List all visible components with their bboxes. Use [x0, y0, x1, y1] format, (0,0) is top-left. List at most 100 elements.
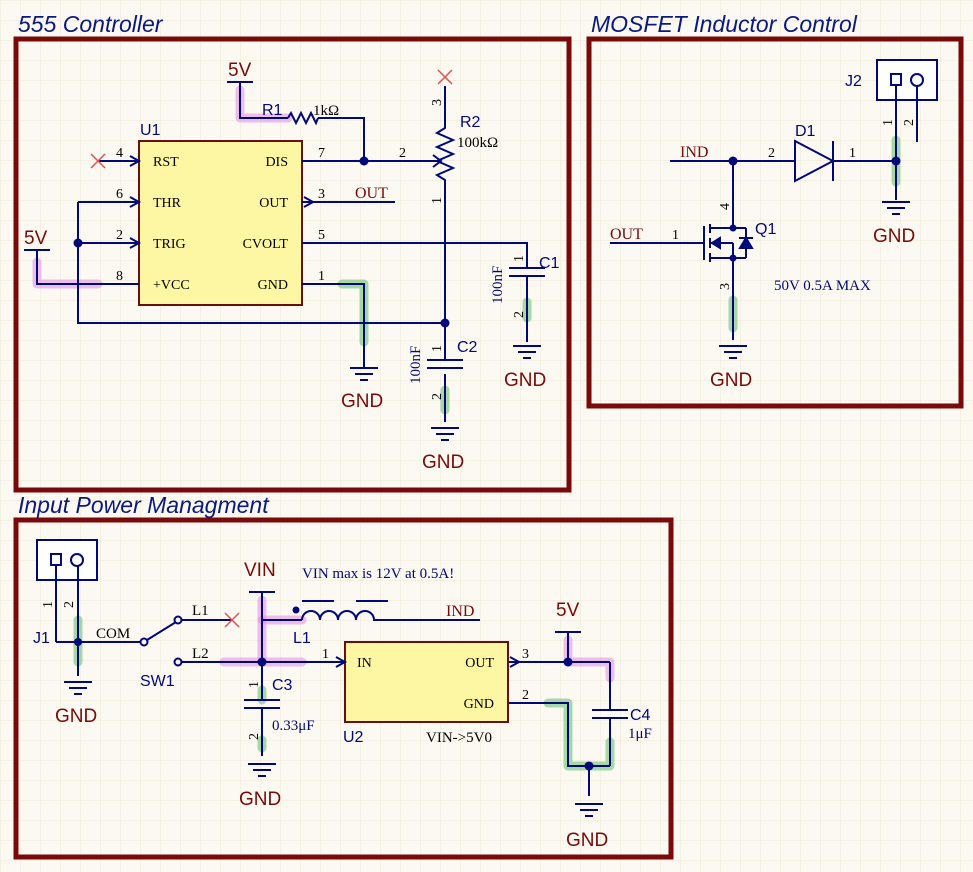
- u1-pinnum-8: 8: [116, 269, 123, 284]
- r2-wiper-arrow: [430, 154, 443, 168]
- sw1-com-label: COM: [96, 626, 130, 642]
- sw1-designator: SW1: [140, 673, 175, 690]
- ind-net-label: IND: [446, 603, 474, 620]
- 5v-power-port: [24, 249, 50, 262]
- j2-connector[interactable]: [876, 59, 938, 101]
- junction: [729, 224, 737, 232]
- r1-value: 1kΩ: [313, 103, 339, 119]
- junction: [563, 657, 573, 667]
- u2-pin-out: OUT: [465, 656, 494, 671]
- junction: [729, 254, 737, 262]
- junction: [74, 638, 82, 646]
- c1-pin-1: 1: [512, 255, 527, 262]
- u2-designator: U2: [343, 729, 364, 746]
- gnd-label: GND: [710, 370, 752, 391]
- u1-designator: U1: [140, 122, 161, 139]
- j2-pin-1: 1: [881, 119, 896, 126]
- r2-value: 100kΩ: [457, 135, 498, 151]
- c1-value: 100nF: [490, 266, 506, 304]
- u1-pin-thr: THR: [153, 196, 182, 211]
- u1-pinnum-5: 5: [318, 228, 325, 243]
- l1-inductor[interactable]: [301, 600, 388, 621]
- r1-resistor[interactable]: [287, 110, 319, 126]
- gnd-label: GND: [504, 370, 546, 391]
- u1-pin-stubs: [78, 160, 342, 285]
- 5v-port-label: 5V: [228, 60, 252, 81]
- u1-pin-cvolt: CVOLT: [243, 237, 289, 252]
- u1-pinnum-2: 2: [116, 228, 123, 243]
- gnd-label: GND: [422, 452, 464, 473]
- c2-pin-2: 2: [430, 393, 445, 400]
- c2-designator: C2: [457, 339, 478, 356]
- l1-designator: L1: [293, 630, 311, 647]
- c3-capacitor[interactable]: [244, 699, 280, 716]
- out-net-label: OUT: [355, 185, 388, 202]
- r1-designator: R1: [262, 102, 283, 119]
- d1-pin-2: 2: [768, 146, 775, 161]
- j1-designator: J1: [33, 630, 50, 647]
- gnd-label: GND: [566, 830, 608, 851]
- u2-pinnum-2: 2: [522, 688, 529, 703]
- u2-pin-gnd: GND: [464, 697, 494, 712]
- q1-pin-1: 1: [672, 228, 679, 243]
- u1-pin-out: OUT: [259, 196, 288, 211]
- section-title-power: Input Power Managment: [18, 492, 270, 518]
- 5v-port-label: 5V: [24, 228, 48, 249]
- c2-capacitor[interactable]: [427, 359, 463, 369]
- no-connect-marker: [437, 69, 453, 85]
- 5v-port-label: 5V: [556, 600, 580, 621]
- r2-pin-1: 1: [430, 197, 445, 204]
- u1-pinnum-6: 6: [116, 187, 123, 202]
- u1-pin-gnd: GND: [258, 278, 288, 293]
- sw1-switch[interactable]: [139, 615, 183, 667]
- q1-designator: Q1: [755, 221, 776, 238]
- c3-value: 0.33μF: [272, 718, 315, 734]
- section-mosfet-frame: [586, 36, 964, 409]
- gnd-label: GND: [341, 391, 383, 412]
- u1-pinnum-7: 7: [318, 146, 325, 161]
- c4-value: 1μF: [628, 726, 652, 742]
- junction: [584, 761, 594, 771]
- c2-value: 100nF: [408, 346, 424, 384]
- c1-capacitor[interactable]: [509, 255, 545, 288]
- r2-pin-2: 2: [399, 146, 406, 161]
- vin-power-port: [249, 591, 275, 600]
- c1-designator: C1: [539, 255, 560, 272]
- c3-designator: C3: [272, 677, 293, 694]
- q1-rating-note: 50V 0.5A MAX: [774, 278, 871, 294]
- 5v-power-port: [227, 81, 253, 90]
- c2-pin-1: 1: [430, 345, 445, 352]
- junction: [891, 156, 901, 166]
- u2-pinnum-1: 1: [322, 647, 329, 662]
- u1-pin-vcc: +VCC: [153, 278, 190, 293]
- q1-pin-3: 3: [718, 283, 733, 290]
- j2-pin-2: 2: [902, 119, 917, 126]
- u1-pinnum-3: 3: [318, 187, 325, 202]
- c3-pin-1: 1: [247, 681, 262, 688]
- d1-diode[interactable]: [794, 139, 836, 183]
- u2-body[interactable]: [344, 641, 509, 723]
- gnd-label: GND: [873, 226, 915, 247]
- junction: [440, 318, 450, 328]
- q1-mosfet[interactable]: [703, 222, 754, 264]
- u1-body[interactable]: [138, 140, 303, 306]
- u2-in-arrow: [335, 656, 348, 668]
- r2-potentiometer[interactable]: [434, 122, 456, 182]
- junction: [359, 156, 369, 166]
- section-555-frame: [13, 36, 572, 493]
- j1-connector[interactable]: [36, 539, 98, 581]
- vin-port-label: VIN: [244, 560, 276, 581]
- vin-max-note: VIN max is 12V at 0.5A!: [302, 566, 454, 582]
- u2-out-arrow: [509, 656, 522, 668]
- section-title-mosfet: MOSFET Inductor Control: [591, 11, 858, 37]
- q1-pin-4: 4: [718, 203, 733, 210]
- r2-pin-3: 3: [430, 99, 445, 106]
- c4-capacitor[interactable]: [592, 709, 628, 719]
- c1-pin-2: 2: [512, 311, 527, 318]
- gnd-label: GND: [55, 706, 97, 727]
- gnd-label: GND: [239, 789, 281, 810]
- out-net-label: OUT: [610, 226, 643, 243]
- u1-pinnum-4: 4: [116, 146, 123, 161]
- u2-pinnum-3: 3: [522, 647, 529, 662]
